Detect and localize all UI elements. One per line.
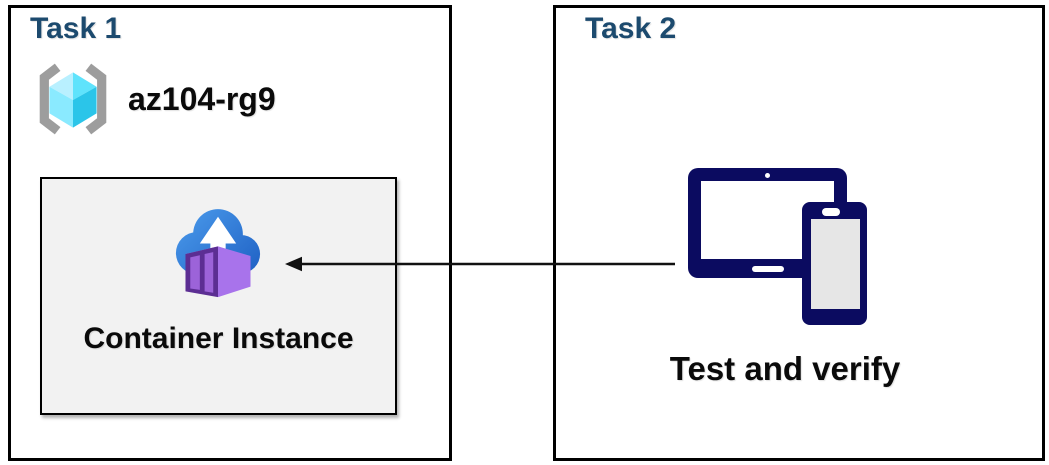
tablet-home-button — [752, 266, 784, 272]
test-and-verify-label: Test and verify — [669, 350, 901, 387]
tablet-camera-dot — [765, 173, 770, 178]
task2-title: Task 2 — [585, 12, 677, 45]
task1-title: Task 1 — [30, 12, 122, 45]
container-instance-label: Container Instance — [83, 322, 354, 355]
container-instance-icon — [175, 209, 261, 298]
resource-group-icon — [39, 63, 107, 135]
phone-speaker — [822, 208, 840, 216]
phone-icon — [802, 202, 867, 325]
container-cube — [185, 246, 251, 298]
connection-arrow — [285, 256, 675, 272]
upload-arrow-icon — [199, 216, 237, 275]
phone-screen — [811, 219, 860, 309]
resource-group-name: az104-rg9 — [128, 81, 276, 117]
